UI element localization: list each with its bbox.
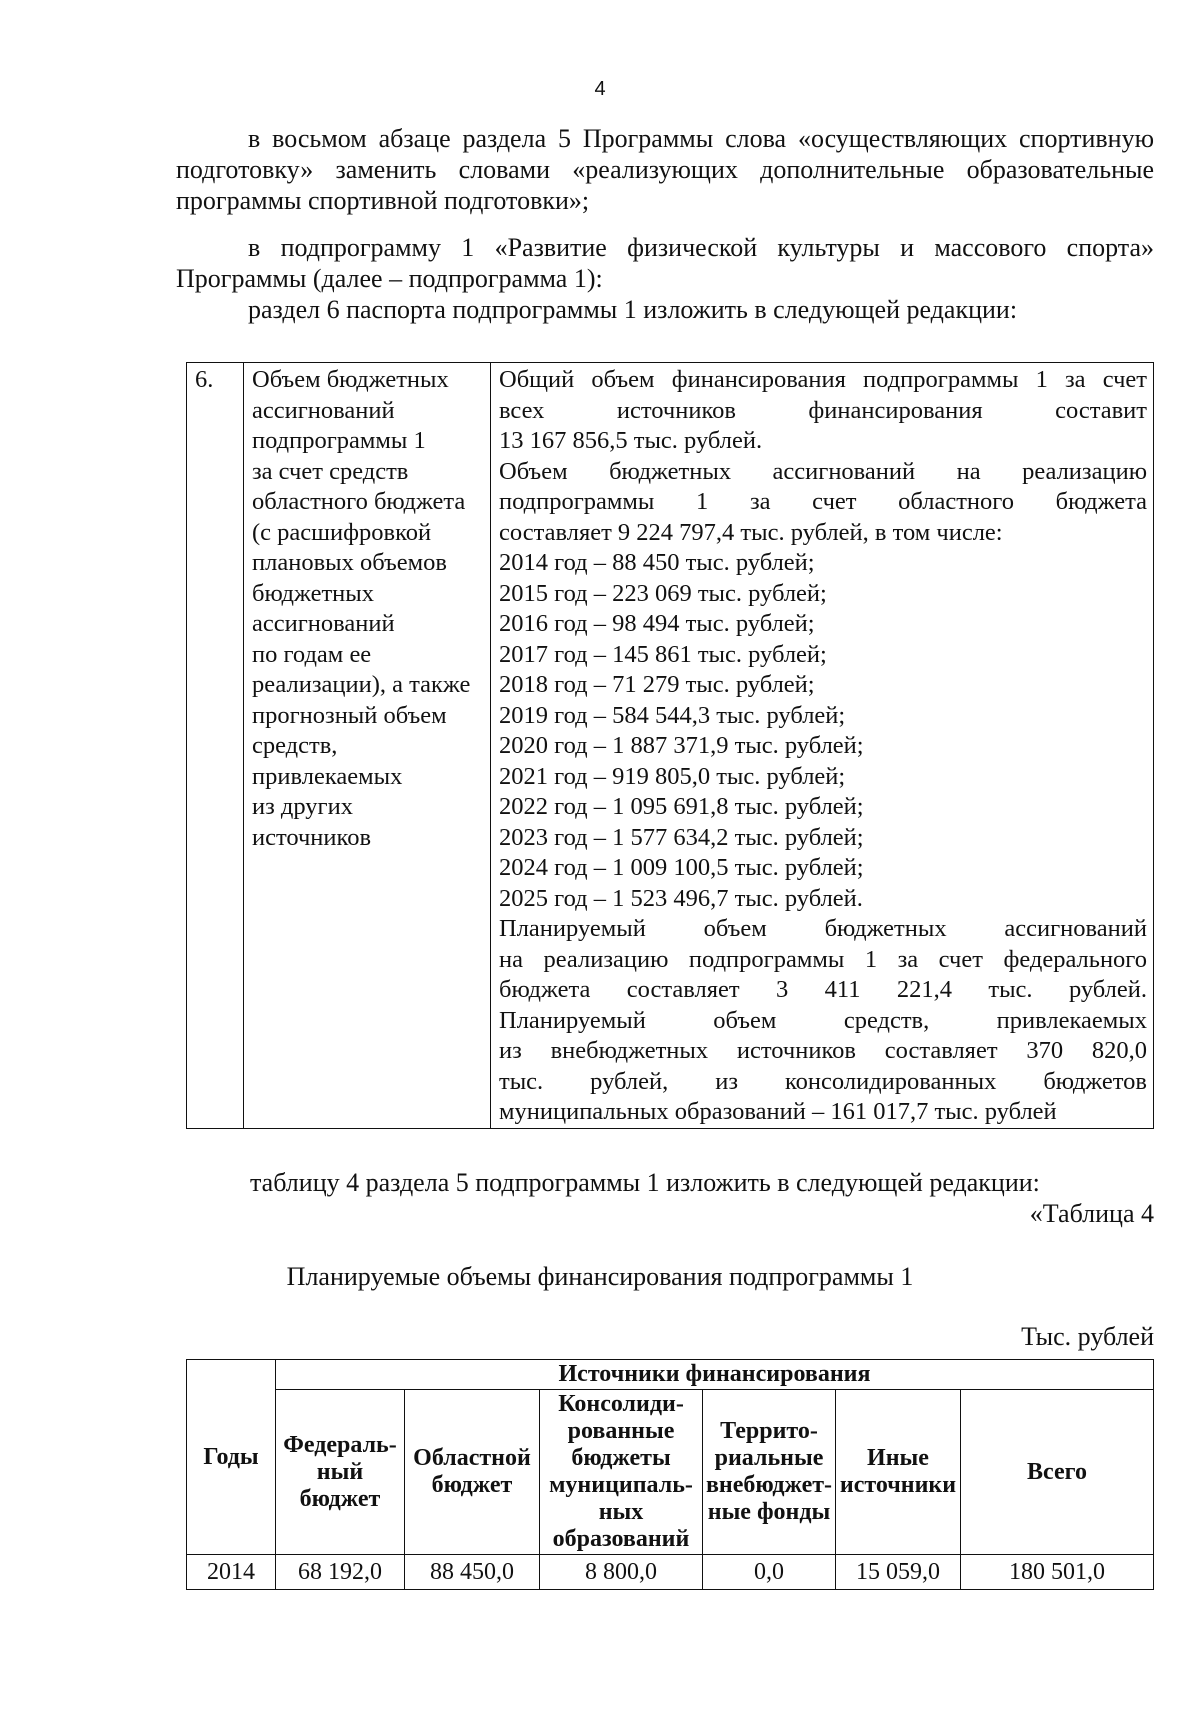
- financing-header-row: Годы Источники финансирования: [186, 1359, 1154, 1555]
- passport-text-line: 13 167 856,5 тыс. рублей.: [499, 427, 763, 454]
- paragraph-1: в восьмом абзаце раздела 5 Программы сло…: [176, 124, 1154, 215]
- passport-name-line: за счет средств: [252, 457, 409, 485]
- passport-name-line: бюджетных: [252, 579, 374, 607]
- units-label: Тыс. рублей: [1021, 1322, 1154, 1351]
- passport-name-line: привлекаемых: [252, 762, 403, 790]
- passport-text-line: подпрограммы 1 за счет областного бюджет…: [499, 488, 1147, 515]
- paragraph-4: таблицу 4 раздела 5 подпрограммы 1 излож…: [250, 1168, 1040, 1197]
- passport-text-line: составляет 9 224 797,4 тыс. рублей, в то…: [499, 518, 1003, 546]
- value-cell: 0,0: [702, 1554, 836, 1590]
- passport-text-line: всех источников финансирования составит: [499, 396, 1147, 424]
- passport-name-line: реализации), а также: [252, 671, 471, 698]
- value-cell: 180 501,0: [960, 1554, 1154, 1590]
- passport-text-line: 2020 год – 1 887 371,9 тыс. рублей;: [499, 732, 864, 759]
- page-number: 4: [594, 78, 606, 100]
- passport-text-line: 2016 год – 98 494 тыс. рублей;: [499, 610, 815, 637]
- passport-row: 6. Объем бюджетных ассигнований подпрограм…: [186, 362, 1154, 1129]
- passport-text-line: Планируемый объем средств, привлекаемых: [499, 1006, 1147, 1034]
- year-cell: 2014: [186, 1554, 276, 1590]
- passport-text-line: 2021 год – 919 805,0 тыс. рублей;: [499, 762, 846, 790]
- passport-text-line: муниципальных образований – 161 017,7 ты…: [499, 1098, 1057, 1125]
- paragraph-2: в подпрограмму 1 «Развитие физической ку…: [176, 233, 1154, 293]
- financing-table: Годы Источники финансирования Федераль-н…: [186, 1359, 1154, 1590]
- paragraph-3: раздел 6 паспорта подпрограммы 1 изложит…: [248, 295, 1018, 324]
- passport-name-line: областного бюджета: [252, 488, 466, 515]
- passport-text-line: 2019 год – 584 544,3 тыс. рублей;: [499, 701, 846, 729]
- passport-name: Объем бюджетных ассигнований подпрограммы …: [243, 362, 491, 1129]
- passport-text-line: 2017 год – 145 861 тыс. рублей;: [499, 640, 827, 668]
- passport-text-line: на реализацию подпрограммы 1 за счет фед…: [499, 945, 1147, 973]
- passport-name-line: (с расшифровкой: [252, 518, 432, 546]
- passport-text-line: 2015 год – 223 069 тыс. рублей;: [499, 579, 827, 607]
- value-cell: 15 059,0: [835, 1554, 961, 1590]
- financing-table-title: Планируемые объемы финансирования подпро…: [286, 1262, 914, 1291]
- passport-name-line: из других: [252, 793, 353, 820]
- passport-name-line: плановых объемов: [252, 549, 447, 576]
- passport-text-line: 2025 год – 1 523 496,7 тыс. рублей.: [499, 884, 863, 912]
- passport-text-line: 2023 год – 1 577 634,2 тыс. рублей;: [499, 823, 864, 851]
- passport-text-line: 2024 год – 1 009 100,5 тыс. рублей;: [499, 854, 864, 881]
- passport-name-line: подпрограммы 1: [252, 427, 426, 454]
- value-cell: 8 800,0: [539, 1554, 703, 1590]
- passport-text-line: из внебюджетных источников составляет 37…: [499, 1037, 1147, 1064]
- value-cell: 88 450,0: [404, 1554, 540, 1590]
- passport-text-line: Общий объем финансирования подпрограммы …: [499, 366, 1147, 393]
- passport-text-line: Объем бюджетных ассигнований на реализац…: [499, 457, 1147, 485]
- passport-name-line: Объем бюджетных: [252, 366, 449, 393]
- passport-table: 6. Объем бюджетных ассигнований подпрограм…: [186, 362, 1154, 1129]
- value-cell: 68 192,0: [275, 1554, 405, 1590]
- passport-name-line: прогнозный объем: [252, 701, 447, 729]
- passport-name-line: средств,: [252, 732, 338, 759]
- passport-text-line: тыс. рублей, из консолидированных бюджет…: [499, 1067, 1147, 1095]
- passport-name-line: ассигнований: [252, 396, 395, 424]
- column-header: Всего: [960, 1389, 1154, 1555]
- table-label: «Таблица 4: [1029, 1199, 1154, 1228]
- passport-name-line: по годам ее: [252, 640, 372, 668]
- passport-text-line: бюджета составляет 3 411 221,4 тыс. рубл…: [499, 976, 1147, 1003]
- sources-header: Источники финансирования: [275, 1359, 1154, 1390]
- passport-name-line: источников: [252, 823, 372, 851]
- passport-text: Общий объем финансирования подпрограммы …: [490, 362, 1154, 1129]
- passport-number: 6.: [186, 362, 244, 1129]
- passport-text-line: 2018 год – 71 279 тыс. рублей;: [499, 671, 815, 698]
- passport-name-line: ассигнований: [252, 610, 395, 637]
- passport-text-line: Планируемый объем бюджетных ассигнований: [499, 915, 1147, 942]
- years-header: Годы: [186, 1359, 276, 1555]
- passport-text-line: 2022 год – 1 095 691,8 тыс. рублей;: [499, 793, 864, 820]
- passport-text-line: 2014 год – 88 450 тыс. рублей;: [499, 549, 815, 576]
